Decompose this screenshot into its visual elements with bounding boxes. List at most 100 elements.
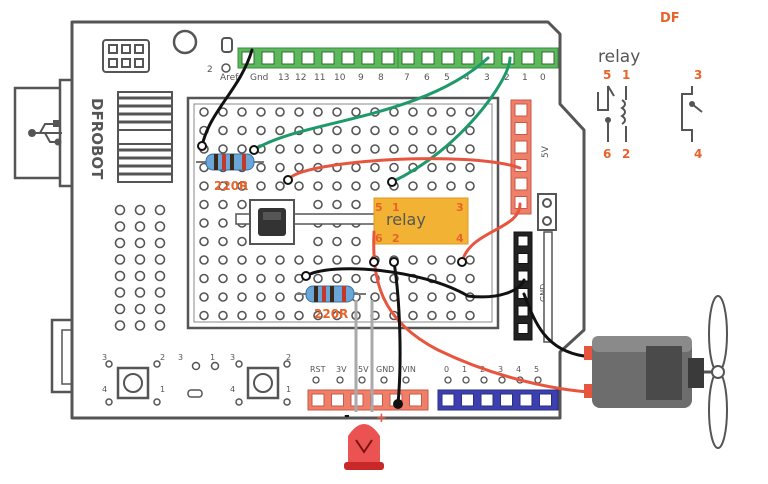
legend-pin: 3 [694,68,702,82]
proto-hole [154,254,166,265]
pin-label: Aref [220,73,239,83]
proto-hole [408,181,418,191]
legend-pin: 1 [622,68,630,82]
proto-hole [351,199,361,210]
proto-hole [275,255,285,265]
proto-hole [351,273,361,284]
proto-hole [218,144,228,154]
proto-hole [389,162,399,173]
header-pin [381,51,395,65]
side-header [537,193,557,231]
header-pin [480,393,494,407]
proto-hole [154,303,166,315]
proto-hole [465,310,475,321]
usb-connector [13,78,82,188]
button-pin-label: 2 [160,353,165,362]
proto-hole [154,237,166,249]
proto-hole [446,107,456,117]
proto-hole [256,162,266,173]
header-pin [301,51,315,65]
header-pin [514,122,528,135]
microcontroller-chip [117,91,173,183]
reset-button-left [105,360,161,406]
proto-hole [134,287,146,298]
board-logo: DFROBOT [88,98,106,180]
proto-hole [275,107,285,117]
proto-hole [199,181,209,191]
proto-hole [313,273,323,284]
proto-hole [351,125,361,136]
proto-hole [427,162,437,173]
proto-hole [256,310,266,321]
header-pin [539,393,552,407]
side-label-5v: 5V [541,145,551,158]
pin-label: Gnd [250,73,268,83]
proto-hole [237,125,247,136]
header-pin [541,51,555,65]
proto-hole [275,162,285,173]
proto-hole [408,125,418,136]
wire-red [460,202,522,264]
proto-hole [134,270,146,282]
relay-pin-label: 4 [456,232,464,245]
power-pin-label: 3V [336,365,347,374]
digital-pin-labels: Aref Gnd 13 12 11 10 9 8 7 6 5 4 3 2 1 0 [220,73,546,83]
proto-hole [256,107,266,117]
button-pin-labels: 3 2 4 1 3 1 3 2 4 1 [102,353,291,394]
button-pin-label: 3 [102,353,107,362]
power-pin-label: 5V [358,365,369,374]
proto-hole [154,320,166,331]
proto-hole [427,125,437,136]
led: - + [344,300,387,470]
proto-hole [154,287,166,298]
proto-hole [275,273,285,284]
header-pin [401,51,415,65]
proto-hole [256,292,266,302]
proto-hole [218,125,228,136]
header-pin [517,323,529,334]
proto-hole [332,107,342,117]
proto-hole [294,181,304,191]
proto-hole [237,236,247,247]
header-pin [517,305,529,317]
header-pin [500,393,513,407]
proto-hole [332,273,342,284]
proto-hole [313,107,323,117]
proto-hole [114,237,126,249]
resistor-bottom-label: 220R [314,307,348,321]
left-prototype-holes [114,204,166,331]
proto-hole [332,181,342,191]
button-pin-label: 3 [178,353,183,362]
wire-black [522,292,586,358]
proto-hole [134,303,146,315]
header-pin [321,51,335,65]
pin-label: 5 [444,73,450,83]
button-pin-label: 4 [230,385,235,394]
power-5v-header [510,99,532,215]
proto-hole [218,107,228,117]
button-pin-label: 2 [286,353,291,362]
proto-hole [134,320,146,331]
proto-hole [465,255,475,265]
button-pin-label: 4 [102,385,107,394]
proto-hole [427,107,437,117]
proto-hole [313,181,323,191]
proto-hole [427,255,437,265]
legend-pin: 4 [694,147,702,161]
pin-label: 9 [358,73,364,83]
legend-title: relay [598,47,640,67]
proto-hole [199,273,209,284]
icsp-header [102,39,150,73]
dc-motor [584,336,716,408]
proto-hole [218,255,228,265]
proto-hole [351,236,361,247]
proto-hole [446,273,456,284]
legend-pin: 5 [603,68,611,82]
resistor-top: 220R [196,153,264,193]
reset-switch [221,37,233,53]
proto-hole [218,292,228,302]
header-pin [421,51,435,65]
proto-hole [332,144,342,154]
digital-header-right [397,47,559,69]
